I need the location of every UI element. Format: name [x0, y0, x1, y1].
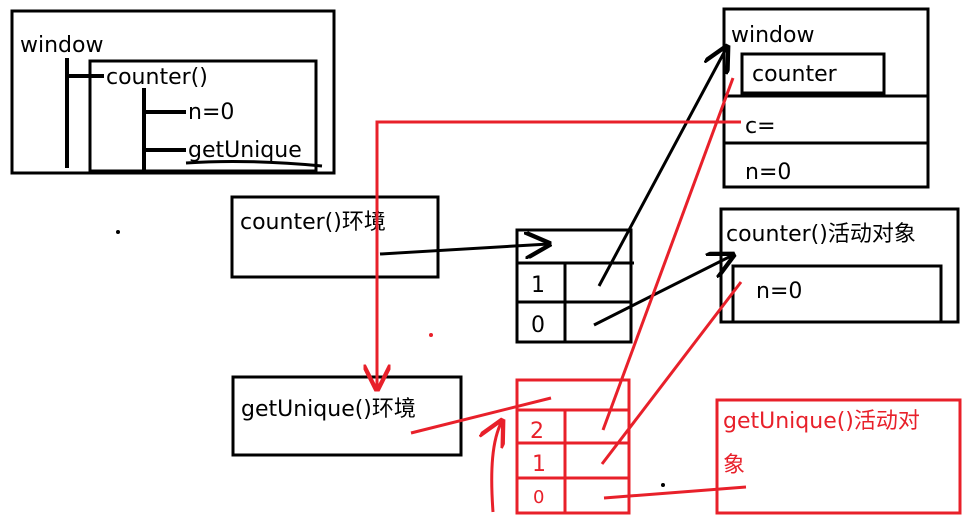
arrow-counter-env-to-chain — [379, 244, 549, 254]
counter-ao-title: counter()活动对象 — [726, 222, 916, 247]
getunique-chain-index-1: 1 — [532, 452, 546, 477]
getunique-env: getUnique()环境 — [231, 375, 463, 457]
red-arrows — [377, 77, 747, 513]
counter-chain-index-1: 1 — [531, 273, 545, 298]
arrow-chain0-to-counter-ao — [593, 255, 733, 327]
stray-dot-red — [429, 333, 433, 337]
line-chain0-to-getunique-ao — [603, 485, 747, 500]
line-chain2-to-window — [601, 77, 735, 431]
scope-tree-counter-box — [88, 59, 318, 173]
getunique-ao-title-line1: getUnique()活动对 — [723, 409, 920, 434]
counter-chain-frame — [515, 228, 633, 344]
arrow-c-to-getunique-env — [377, 120, 741, 389]
getunique-ao-frame — [715, 398, 962, 515]
scope-tree-window-label: window — [20, 33, 103, 58]
counter-ao-n-label: n=0 — [756, 279, 802, 304]
counter-scope-chain: 1 0 — [515, 228, 634, 344]
getunique-chain-index-0: 0 — [533, 487, 544, 508]
arrow-chain-bottom-up — [492, 421, 502, 513]
global-vo-frame — [722, 7, 930, 189]
getunique-activation-object: getUnique()活动对 象 — [715, 398, 962, 515]
counter-chain-index-0: 0 — [531, 313, 545, 338]
getunique-scope-chain: 2 1 0 — [515, 378, 631, 515]
scope-tree: window counter() n=0 getUnique — [10, 9, 336, 175]
counter-env-label: counter()环境 — [240, 210, 386, 235]
counter-env: counter()环境 — [230, 195, 440, 279]
arrow-chain1-to-window — [597, 47, 727, 287]
stray-dot-black — [116, 230, 120, 234]
line-chain1-to-counter-ao — [600, 281, 743, 465]
global-vo-counter-box — [740, 52, 886, 95]
global-vo-title: window — [731, 23, 814, 48]
scope-tree-underline — [185, 160, 323, 168]
scope-tree-n-label: n=0 — [188, 100, 234, 125]
getunique-chain-frame — [515, 378, 631, 515]
stray-dot-black — [661, 483, 665, 487]
black-arrows — [379, 47, 733, 327]
getunique-ao-title-line2: 象 — [723, 453, 745, 478]
getunique-chain-index-2: 2 — [530, 419, 544, 444]
global-vo-counter-label: counter — [752, 62, 838, 87]
scope-tree-frame — [10, 9, 336, 175]
counter-env-box — [230, 195, 440, 279]
global-vo-n-label: n=0 — [745, 160, 791, 185]
counter-activation-object: counter()活动对象 n=0 — [719, 207, 960, 324]
global-vo-c-label: c= — [745, 114, 776, 139]
scope-tree-getunique-label: getUnique — [188, 138, 302, 163]
getunique-env-label: getUnique()环境 — [241, 397, 416, 422]
scope-tree-counter-label: counter() — [106, 65, 208, 90]
getunique-env-box — [231, 375, 463, 457]
global-variable-object: window counter c= n=0 — [722, 7, 930, 189]
